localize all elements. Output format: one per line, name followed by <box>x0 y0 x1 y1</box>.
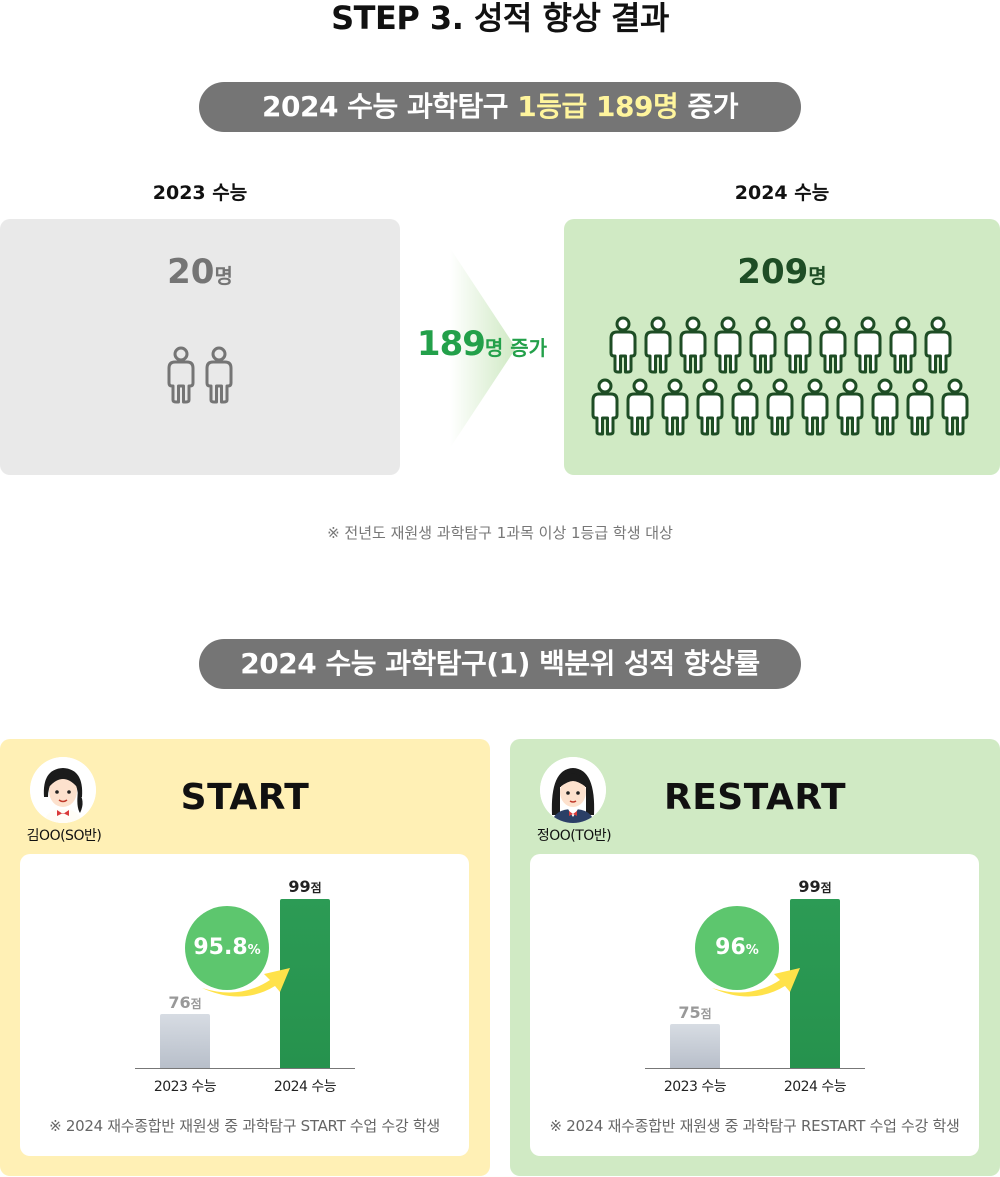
person-icon <box>676 316 710 374</box>
year-label-2023: 2023 수능 <box>152 182 248 204</box>
card-title: RESTART <box>663 777 847 818</box>
count-2023: 20명 <box>0 252 400 292</box>
chart-baseline <box>135 1068 355 1069</box>
person-icon <box>921 316 955 374</box>
rate-value: 96 <box>715 935 746 960</box>
card-note: ※ 2024 재수종합반 재원생 중 과학탐구 RESTART 수업 수강 학생 <box>549 1117 960 1135</box>
card-start: 김OO(SO반) START 99점 76점 95.8% 2023 수능 202… <box>0 739 490 1176</box>
x-label-2023: 2023 수능 <box>153 1079 217 1095</box>
improvement-rate-badge: 95.8% <box>185 906 269 990</box>
score-2024-value: 99 <box>798 877 821 896</box>
person-icon <box>641 316 675 374</box>
student-name: 정OO(TO반) <box>536 828 612 844</box>
person-icon <box>606 316 640 374</box>
person-icon <box>728 378 762 436</box>
people-icons-2023 <box>162 346 238 406</box>
chart-baseline <box>645 1068 865 1069</box>
score-2024-label: 99점 <box>775 877 855 896</box>
person-icon <box>868 378 902 436</box>
score-2023-label: 76점 <box>145 993 225 1012</box>
student-avatar <box>30 757 96 823</box>
person-icon <box>693 378 727 436</box>
score-unit: 점 <box>190 997 202 1011</box>
score-2023-value: 76 <box>168 993 191 1012</box>
score-2023-value: 75 <box>678 1003 701 1022</box>
score-unit: 점 <box>700 1007 712 1021</box>
score-2023-label: 75점 <box>655 1003 735 1022</box>
person-icon <box>623 378 657 436</box>
person-icon <box>588 378 622 436</box>
person-icon <box>851 316 885 374</box>
step-title: STEP 3. 성적 향상 결과 <box>0 0 1000 38</box>
person-icon <box>711 316 745 374</box>
banner-first-grade-increase: 2024 수능 과학탐구 1등급 189명 증가 <box>199 82 801 132</box>
person-icon <box>903 378 937 436</box>
person-icon <box>202 346 236 404</box>
person-icon <box>763 378 797 436</box>
score-unit: 점 <box>820 881 832 895</box>
score-chart: 99점 75점 96% 2023 수능 2024 수능 ※ 2024 재수종합반… <box>530 854 979 1156</box>
person-icon <box>164 346 198 404</box>
person-icon <box>798 378 832 436</box>
student-name: 김OO(SO반) <box>26 828 102 844</box>
count-2024-number: 209 <box>737 252 809 292</box>
banner-percentile-improvement: 2024 수능 과학탐구(1) 백분위 성적 향상률 <box>199 639 801 689</box>
bar-2024 <box>790 899 840 1068</box>
card-note: ※ 2024 재수종합반 재원생 중 과학탐구 START 수업 수강 학생 <box>49 1117 440 1135</box>
step-title-text: STEP 3. 성적 향상 결과 <box>325 0 675 38</box>
person-icon <box>938 378 972 436</box>
increase-arrow-icon <box>400 248 564 448</box>
people-icons-2024 <box>588 316 976 438</box>
comparison-note: ※ 전년도 재원생 과학탐구 1과목 이상 1등급 학생 대상 <box>327 524 673 542</box>
score-2024-value: 99 <box>288 877 311 896</box>
increase-unit: 명 증가 <box>484 336 548 360</box>
banner1-prefix: 2024 수능 과학탐구 <box>262 90 518 123</box>
x-label-2023: 2023 수능 <box>663 1079 727 1095</box>
x-label-2024: 2024 수능 <box>273 1079 337 1095</box>
student-avatar <box>540 757 606 823</box>
count-2023-number: 20 <box>167 252 215 292</box>
card-restart: 정OO(TO반) RESTART 99점 75점 96% 2023 수능 202… <box>510 739 1000 1176</box>
improvement-rate-badge: 96% <box>695 906 779 990</box>
person-icon <box>658 378 692 436</box>
rate-unit: % <box>247 943 261 958</box>
bar-2023 <box>160 1014 210 1068</box>
bar-2023 <box>670 1024 720 1068</box>
year-label-2024: 2024 수능 <box>734 182 830 204</box>
person-icon <box>781 316 815 374</box>
score-unit: 점 <box>310 881 322 895</box>
box-2023 <box>0 219 400 475</box>
bar-2024 <box>280 899 330 1068</box>
person-icon <box>833 378 867 436</box>
increase-number: 189 <box>416 324 486 364</box>
person-icon <box>746 316 780 374</box>
person-icon <box>816 316 850 374</box>
swoosh-arrow-icon <box>712 968 800 997</box>
banner1-suffix: 증가 <box>678 90 738 123</box>
increase-label: 189명 증가 <box>400 324 564 364</box>
rate-value: 95.8 <box>193 935 248 960</box>
count-2024: 209명 <box>564 252 1000 292</box>
card-title: START <box>180 777 310 818</box>
rate-unit: % <box>745 943 759 958</box>
swoosh-arrow-icon <box>202 968 290 997</box>
person-icon <box>886 316 920 374</box>
count-2024-unit: 명 <box>808 264 827 288</box>
score-chart: 99점 76점 95.8% 2023 수능 2024 수능 ※ 2024 재수종… <box>20 854 469 1156</box>
score-2024-label: 99점 <box>265 877 345 896</box>
count-2023-unit: 명 <box>214 264 233 288</box>
x-label-2024: 2024 수능 <box>783 1079 847 1095</box>
banner1-highlight: 1등급 189명 <box>517 90 679 123</box>
